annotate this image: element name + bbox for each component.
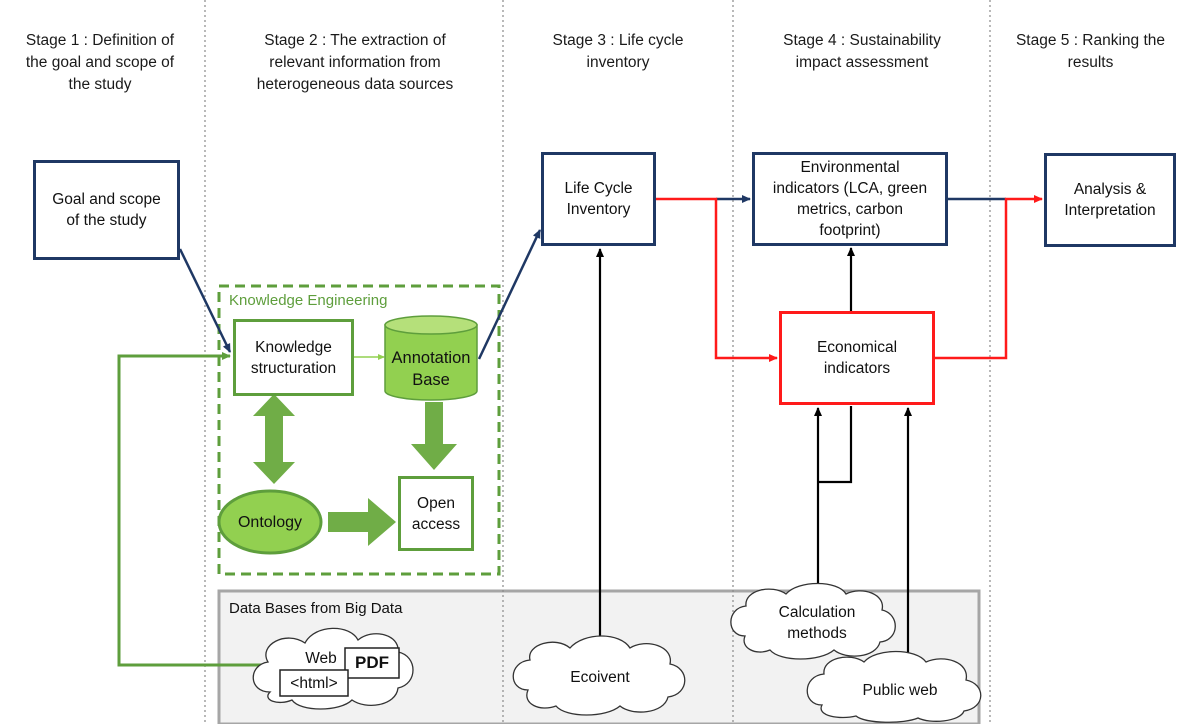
open-access-label: Open access <box>411 494 461 533</box>
web-to-knowledge-arrow <box>117 352 265 667</box>
life-cycle-inventory-box: Life Cycle Inventory <box>541 152 656 246</box>
knowledge-ontology-double-arrow <box>253 394 295 484</box>
lci-to-econ-arrow <box>656 197 778 362</box>
analysis-interpretation-box: Analysis & Interpretation <box>1044 153 1176 247</box>
stage-1-title: Stage 1 : Definition of the goal and sco… <box>25 32 175 93</box>
stage-2-title: Stage 2 : The extraction of relevant inf… <box>256 32 454 93</box>
open-access-box: Open access <box>398 476 474 551</box>
annotation-base-cylinder <box>384 315 478 401</box>
ontology-label: Ontology <box>237 514 303 531</box>
econ-to-analysis-arrow <box>935 195 1043 360</box>
knowledge-engineering-label: Knowledge Engineering <box>229 292 388 309</box>
economical-indicators-box: Economical indicators <box>779 311 935 405</box>
public-web-label: Public web <box>862 682 938 699</box>
analysis-interpretation-label: Analysis & Interpretation <box>1064 181 1156 219</box>
annotation-to-lci-arrow <box>477 229 542 360</box>
calculation-cloud-shape <box>730 582 896 660</box>
pdf-document <box>344 647 400 679</box>
ontology-ellipse <box>217 489 323 555</box>
goal-to-knowledge-arrow <box>178 248 232 353</box>
calculation-methods-label: Calculation methods <box>778 604 856 642</box>
knowledge-structuration-label: Knowledge structuration <box>250 338 337 377</box>
stage-5-title: Stage 5 : Ranking the results <box>1015 32 1166 71</box>
html-document <box>279 669 349 697</box>
stage-3-title: Stage 3 : Life cycle inventory <box>552 32 684 71</box>
life-cycle-inventory-label: Life Cycle Inventory <box>564 180 633 218</box>
public-web-cloud-shape <box>806 650 982 723</box>
environmental-indicators-box: Environmental indicators (LCA, green met… <box>752 152 948 246</box>
html-label: <html> <box>290 675 338 692</box>
pdf-label: PDF <box>355 653 389 672</box>
goal-scope-box: Goal and scope of the study <box>33 160 180 260</box>
knowledge-structuration-box: Knowledge structuration <box>233 319 354 396</box>
annotation-to-open-access-arrow <box>411 402 457 470</box>
stage-4-title: Stage 4 : Sustainability impact assessme… <box>783 32 941 71</box>
ecoivent-cloud-shape <box>512 635 686 716</box>
knowledge-engineering-frame <box>217 284 501 576</box>
stage-separators <box>204 0 991 724</box>
calc-branch-line <box>818 406 853 484</box>
ontology-to-open-access-arrow <box>328 498 396 546</box>
web-label: Web <box>305 650 337 667</box>
goal-scope-label: Goal and scope of the study <box>52 191 161 229</box>
environmental-indicators-label: Environmental indicators (LCA, green met… <box>772 159 928 239</box>
data-bases-label: Data Bases from Big Data <box>229 600 403 617</box>
economical-indicators-label: Economical indicators <box>816 339 898 377</box>
ecoivent-label: Ecoivent <box>570 669 630 686</box>
annotation-base-label: Annotation Base <box>391 349 471 389</box>
